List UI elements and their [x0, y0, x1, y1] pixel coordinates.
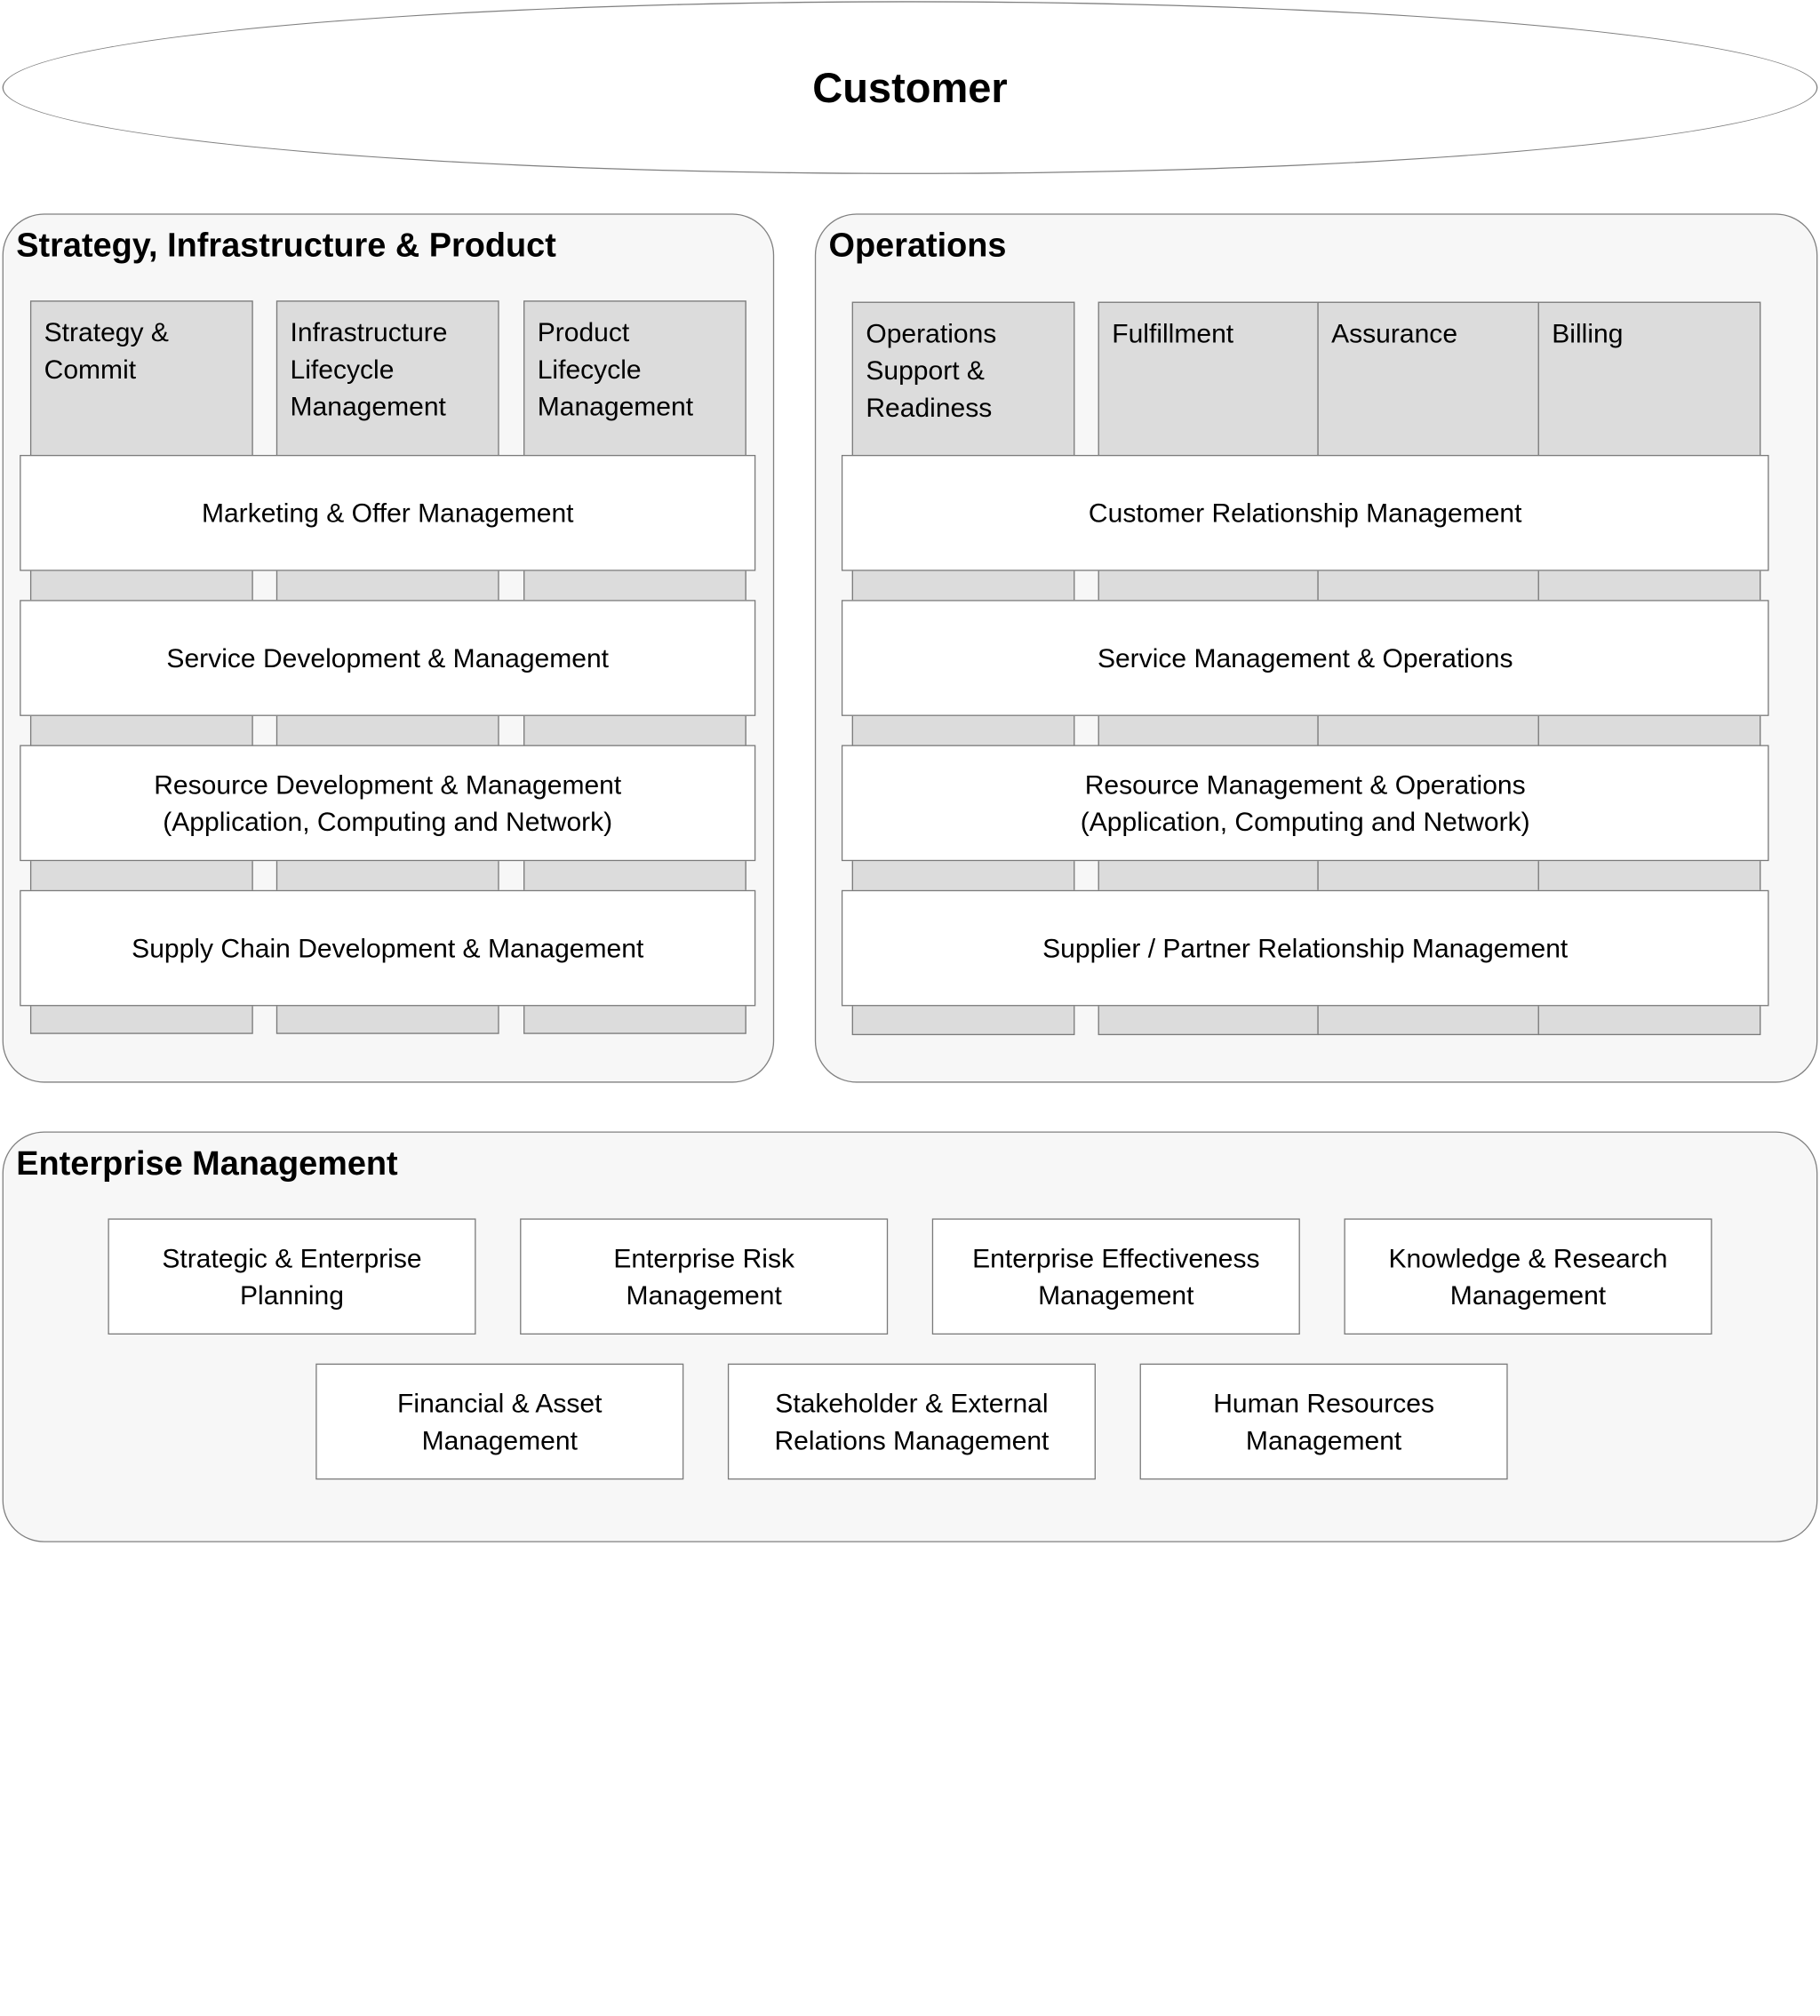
sip-column-label: Strategy & Commit	[44, 316, 169, 385]
operations-row-resource-management: Resource Management & Operations (Applic…	[841, 745, 1769, 862]
sip-row-resource-development: Resource Development & Management (Appli…	[20, 745, 756, 862]
enterprise-box-stakeholder-relations: Stakeholder & External Relations Managem…	[727, 1363, 1096, 1480]
enterprise-box-knowledge-research: Knowledge & Research Management	[1344, 1218, 1712, 1335]
sip-panel-title: Strategy, Infrastructure & Product	[16, 227, 556, 265]
sip-row-marketing-offer: Marketing & Offer Management	[20, 454, 756, 571]
operations-column-label: Operations Support & Readiness	[866, 317, 997, 423]
customer-ellipse: Customer	[2, 1, 1818, 174]
sip-column-label: Infrastructure Lifecycle Management	[290, 316, 448, 422]
sip-row-supply-chain: Supply Chain Development & Management	[20, 889, 756, 1007]
enterprise-box-strategic-planning: Strategic & Enterprise Planning	[108, 1218, 476, 1335]
enterprise-box-effectiveness-management: Enterprise Effectiveness Management	[931, 1218, 1300, 1335]
enterprise-panel	[2, 1131, 1818, 1542]
operations-column-label: Billing	[1552, 317, 1624, 348]
sip-column-label: Product Lifecycle Management	[537, 316, 694, 422]
operations-row-supplier-partner: Supplier / Partner Relationship Manageme…	[841, 889, 1769, 1007]
operations-panel-title: Operations	[828, 227, 1007, 265]
operations-row-customer-relationship: Customer Relationship Management	[841, 454, 1769, 571]
enterprise-box-financial-asset: Financial & Asset Management	[315, 1363, 684, 1480]
customer-label: Customer	[812, 63, 1008, 111]
enterprise-box-risk-management: Enterprise Risk Management	[520, 1218, 889, 1335]
operations-row-service-management: Service Management & Operations	[841, 600, 1769, 716]
operations-column-label: Fulfillment	[1112, 317, 1234, 348]
sip-row-service-development: Service Development & Management	[20, 600, 756, 716]
enterprise-panel-title: Enterprise Management	[16, 1145, 398, 1183]
enterprise-box-human-resources: Human Resources Management	[1139, 1363, 1508, 1480]
operations-column-label: Assurance	[1331, 317, 1458, 348]
